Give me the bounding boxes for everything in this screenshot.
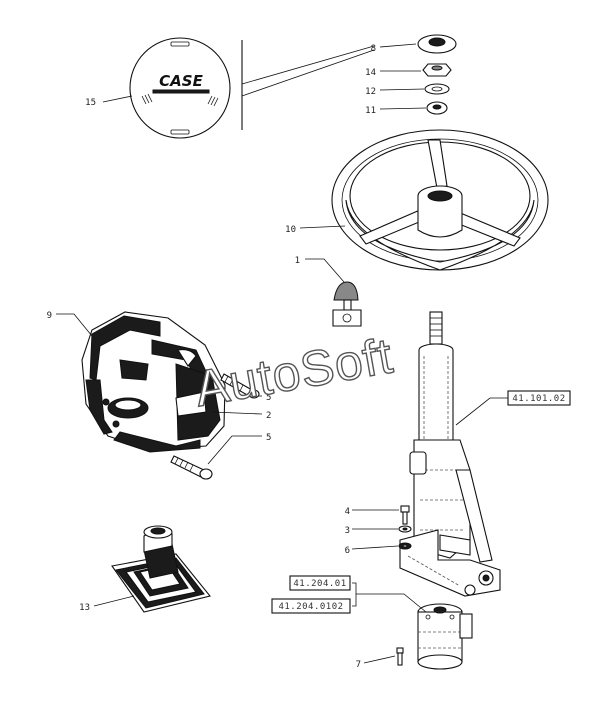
nut-14 [422, 63, 452, 77]
steering-column [399, 311, 501, 597]
leader-6 [351, 545, 399, 550]
console-housing [81, 311, 226, 453]
leader-column [455, 397, 508, 426]
lever-knob [332, 281, 362, 327]
callout-5a: 5 [266, 393, 271, 403]
callout-13: 13 [79, 603, 90, 613]
ref-box-41-204-0102 [271, 598, 351, 614]
callout-12: 12 [365, 87, 376, 97]
rubber-seal-8 [417, 34, 457, 54]
ref-41-101-02: 41.101.02 [512, 394, 565, 404]
watermark: AutoSoft [191, 327, 397, 417]
steering-motor [417, 603, 473, 670]
leader-8b [241, 49, 375, 97]
callout-6: 6 [345, 546, 350, 556]
spacer-11 [426, 101, 448, 115]
callout-8: 8 [371, 44, 376, 54]
screw-5-upper [220, 373, 260, 399]
rubber-boot [111, 525, 211, 613]
callout-9: 9 [47, 311, 52, 321]
leader-8a [241, 45, 375, 85]
ref-41-204-0102: 41.204.0102 [278, 602, 343, 612]
leader-15 [102, 95, 133, 103]
callout-3: 3 [345, 526, 350, 536]
ref-bracket [352, 582, 357, 607]
steering-wheel [331, 129, 549, 271]
bolt-7 [396, 647, 404, 666]
callout-4: 4 [345, 507, 350, 517]
ref-41-204-01: 41.204.01 [293, 579, 346, 589]
callout-11: 11 [365, 106, 376, 116]
callout-2: 2 [266, 411, 271, 421]
leader-5b [207, 435, 262, 465]
leader-motor [356, 593, 427, 613]
bolt-4 [400, 505, 410, 525]
leader-10 [299, 225, 346, 229]
washer-3 [398, 525, 412, 533]
leader-7 [363, 655, 396, 664]
callout-14: 14 [365, 68, 376, 78]
leader-11 [379, 107, 427, 110]
washer-6 [398, 542, 412, 550]
callout-1: 1 [295, 256, 300, 266]
leader-1 [305, 258, 345, 283]
callout-7: 7 [356, 660, 361, 670]
ref-box-41-101-02 [507, 390, 571, 406]
leader-13 [93, 595, 135, 607]
callout-10: 10 [285, 225, 296, 235]
leader-9 [56, 313, 93, 337]
leader-2 [211, 411, 263, 415]
washer-12 [424, 83, 450, 95]
ref-box-41-204-01 [289, 575, 351, 591]
callout-5b: 5 [266, 433, 271, 443]
callout-15: 15 [85, 98, 96, 108]
horn-cap: CASE [129, 37, 231, 139]
screw-5-lower [170, 455, 213, 480]
leader-8 [379, 43, 417, 48]
leader-12 [379, 88, 425, 91]
case-logo: CASE [159, 72, 203, 90]
